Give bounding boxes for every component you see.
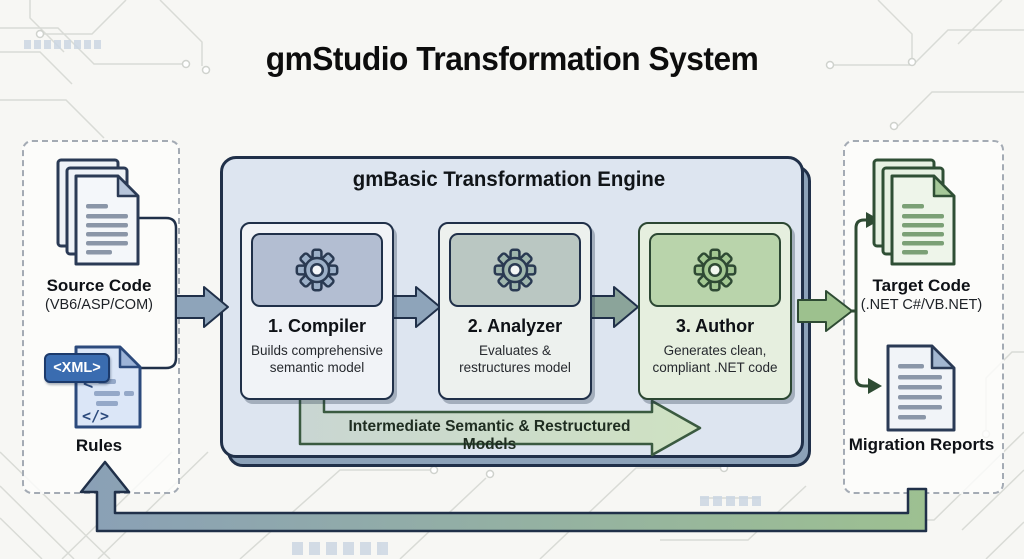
source-code-documents-icon [56,158,140,266]
stage-description: Evaluates & restructures model [459,343,571,376]
migration-reports-document-icon [886,344,956,432]
stage-title: 3. Author [675,316,755,336]
gear-panel [449,233,581,307]
code-open-glyph: < [83,374,93,394]
stage-title: 1. Compiler [267,316,367,336]
source-code-sublabel: (VB6/ASP/COM) [45,297,153,313]
gear-panel [251,233,383,307]
page-title: gmStudio Transformation System [265,40,759,77]
gear-icon [493,248,537,292]
gear-icon [295,248,339,292]
stage-description: Generates clean, compliant .NET code [652,343,778,376]
stage-description: Builds comprehensive semantic model [250,343,384,376]
source-code-label: Source Code [46,276,152,295]
gear-icon [693,248,737,292]
migration-reports-label: Migration Reports [848,435,995,454]
gear-panel [649,233,781,307]
code-close-glyph: </> [82,407,109,425]
stage-card-analyzer: 2. Analyzer Evaluates & restructures mod… [438,222,592,400]
xml-badge: <XML> [44,353,110,383]
intermediate-models-label: Intermediate Semantic & Restructured Mod… [348,418,631,453]
target-code-sublabel: (.NET C#/VB.NET) [860,297,983,313]
stage-title: 2. Analyzer [467,316,563,336]
stage-card-author: 3. Author Generates clean, compliant .NE… [638,222,792,400]
engine-title: gmBasic Transformation Engine [352,168,666,191]
target-code-label: Target Code [872,276,971,295]
target-code-documents-icon [872,158,956,266]
stage-card-compiler: 1. Compiler Builds comprehensive semanti… [240,222,394,400]
rules-label: Rules [75,436,123,455]
